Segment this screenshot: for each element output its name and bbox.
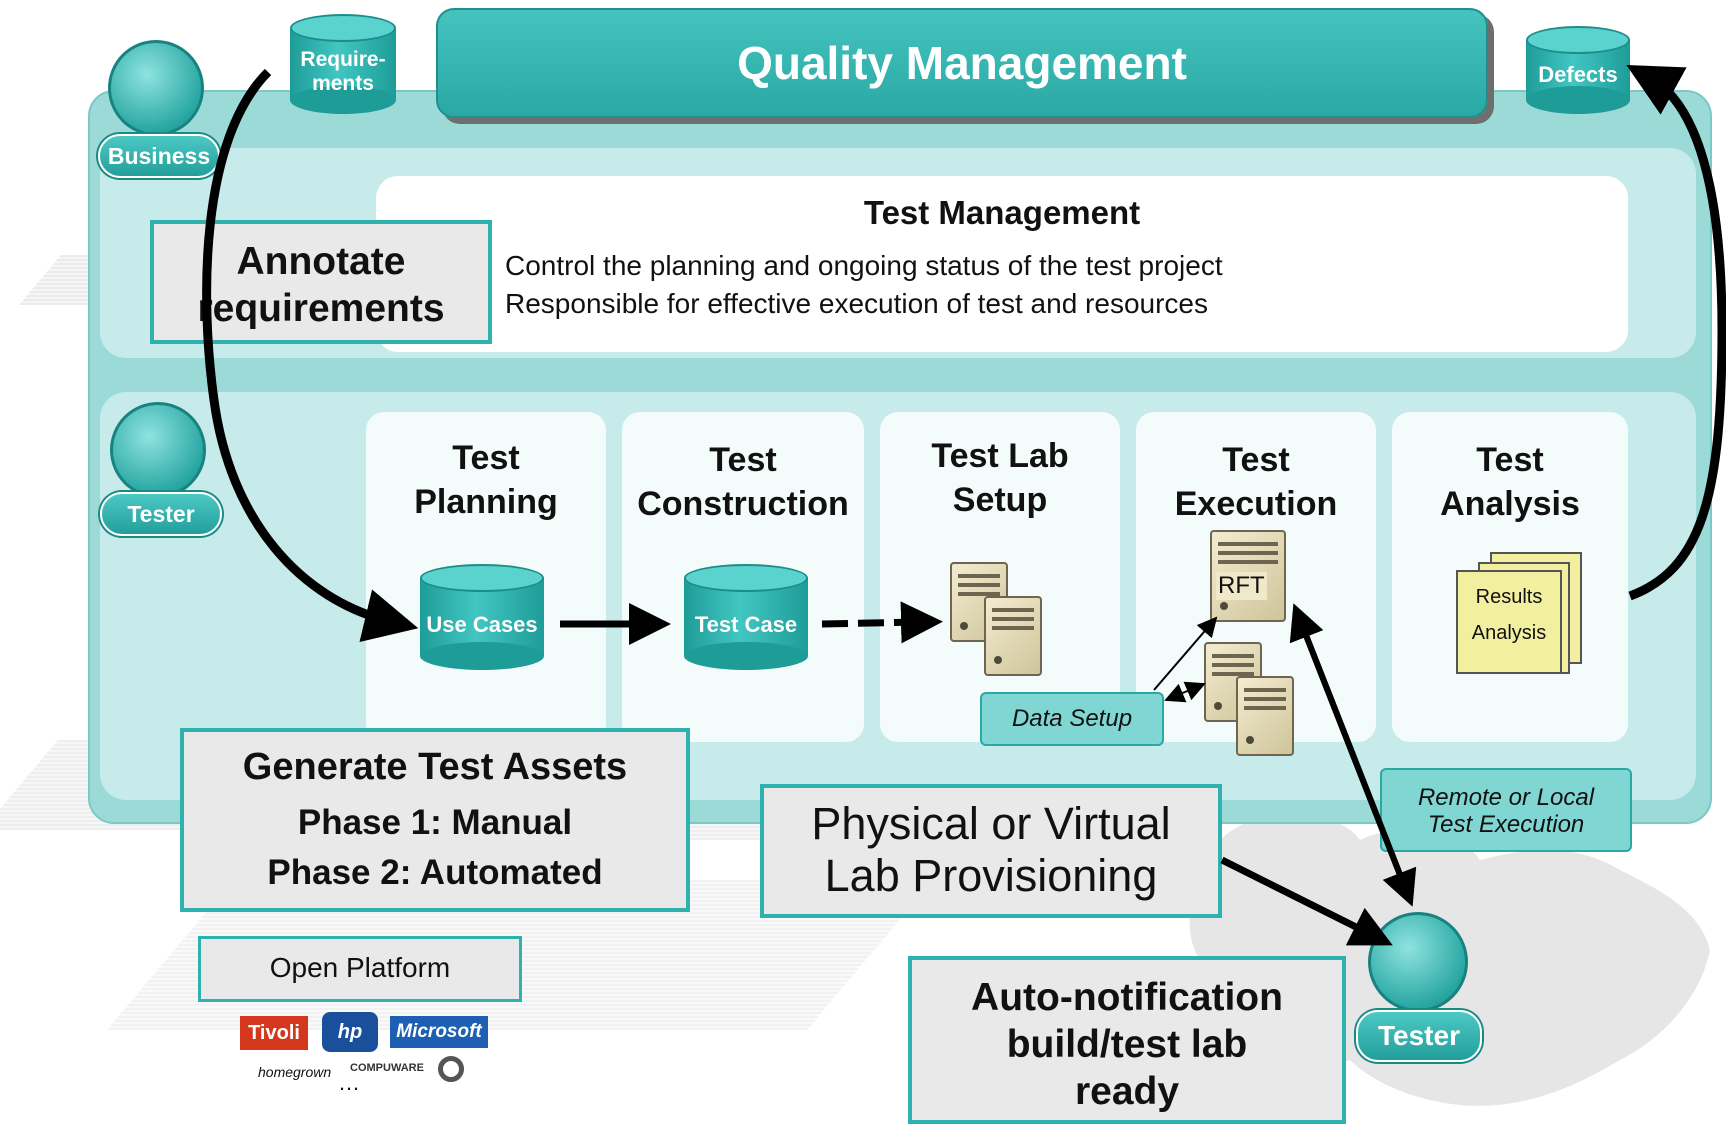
remote-local-box: Remote or Local Test Execution [1380,768,1632,852]
requirements-repository[interactable]: Require- ments [290,14,396,114]
results-label: Results [1475,586,1543,608]
test-management-box [376,176,1628,352]
test-case-label: Test Case [694,612,798,637]
data-setup-to-rft-arrow [1153,616,1218,691]
business-label: Business [98,134,220,178]
server-icon [984,596,1042,676]
compuware-ring-icon [438,1056,464,1082]
server-icon [1236,676,1294,756]
rft-label: RFT [1216,572,1267,600]
test-management-bullet: Responsible for effective execution of t… [505,288,1208,319]
generate-title: Generate Test Assets [242,746,628,788]
phase2-label: Phase 2: Automated [267,853,603,892]
test-case-to-lab-arrow [821,601,943,644]
person-icon [108,40,204,136]
quality-management-title: Quality Management [436,8,1488,118]
lab-provisioning-callout: Physical or Virtual Lab Provisioning [760,784,1222,918]
generate-test-assets-callout: Generate Test Assets Phase 1: Manual Pha… [180,728,690,912]
tivoli-logo: Tivoli [240,1016,308,1050]
use-cases-label: Use Cases [426,612,538,637]
data-setup-to-servers-arrow [1164,681,1206,703]
results-analysis-document: Results Analysis [1456,570,1562,674]
microsoft-logo: Microsoft [390,1016,488,1048]
ellipsis-label: … [338,1070,360,1095]
tester-role-remote: Tester [1354,912,1484,1062]
stage-test-analysis: Test Analysis [1392,412,1628,742]
test-case-repository[interactable]: Test Case [684,564,808,670]
rft-to-tester-arrow [1297,618,1417,907]
test-management-bullet: Control the planning and ongoing status … [505,250,1223,281]
analysis-label: Analysis [1471,622,1547,644]
tester-label: Tester [100,492,222,536]
analysis-to-defects-arrow [1626,64,1726,601]
defects-repository[interactable]: Defects [1526,26,1630,114]
requirements-to-use-cases-arrow [202,68,419,642]
business-role: Business [94,40,224,180]
test-management-title: Test Management [863,194,1141,231]
homegrown-label: homegrown [258,1064,332,1080]
defects-label: Defects [1538,62,1618,87]
phase1-label: Phase 1: Manual [297,803,573,842]
compuware-logo: COMPUWARE [350,1062,424,1074]
provisioning-to-tester-arrow [1220,856,1393,946]
auto-notification-callout: Auto-notification build/test lab ready [908,956,1346,1124]
tester-remote-label: Tester [1356,1010,1482,1062]
hp-logo: hp [322,1012,378,1052]
tester-role: Tester [100,402,224,536]
open-platform-box: Open Platform [198,936,522,1002]
data-setup-box: Data Setup [980,692,1164,746]
use-cases-repository[interactable]: Use Cases [420,564,544,670]
requirements-label: Require- ments [300,48,386,95]
